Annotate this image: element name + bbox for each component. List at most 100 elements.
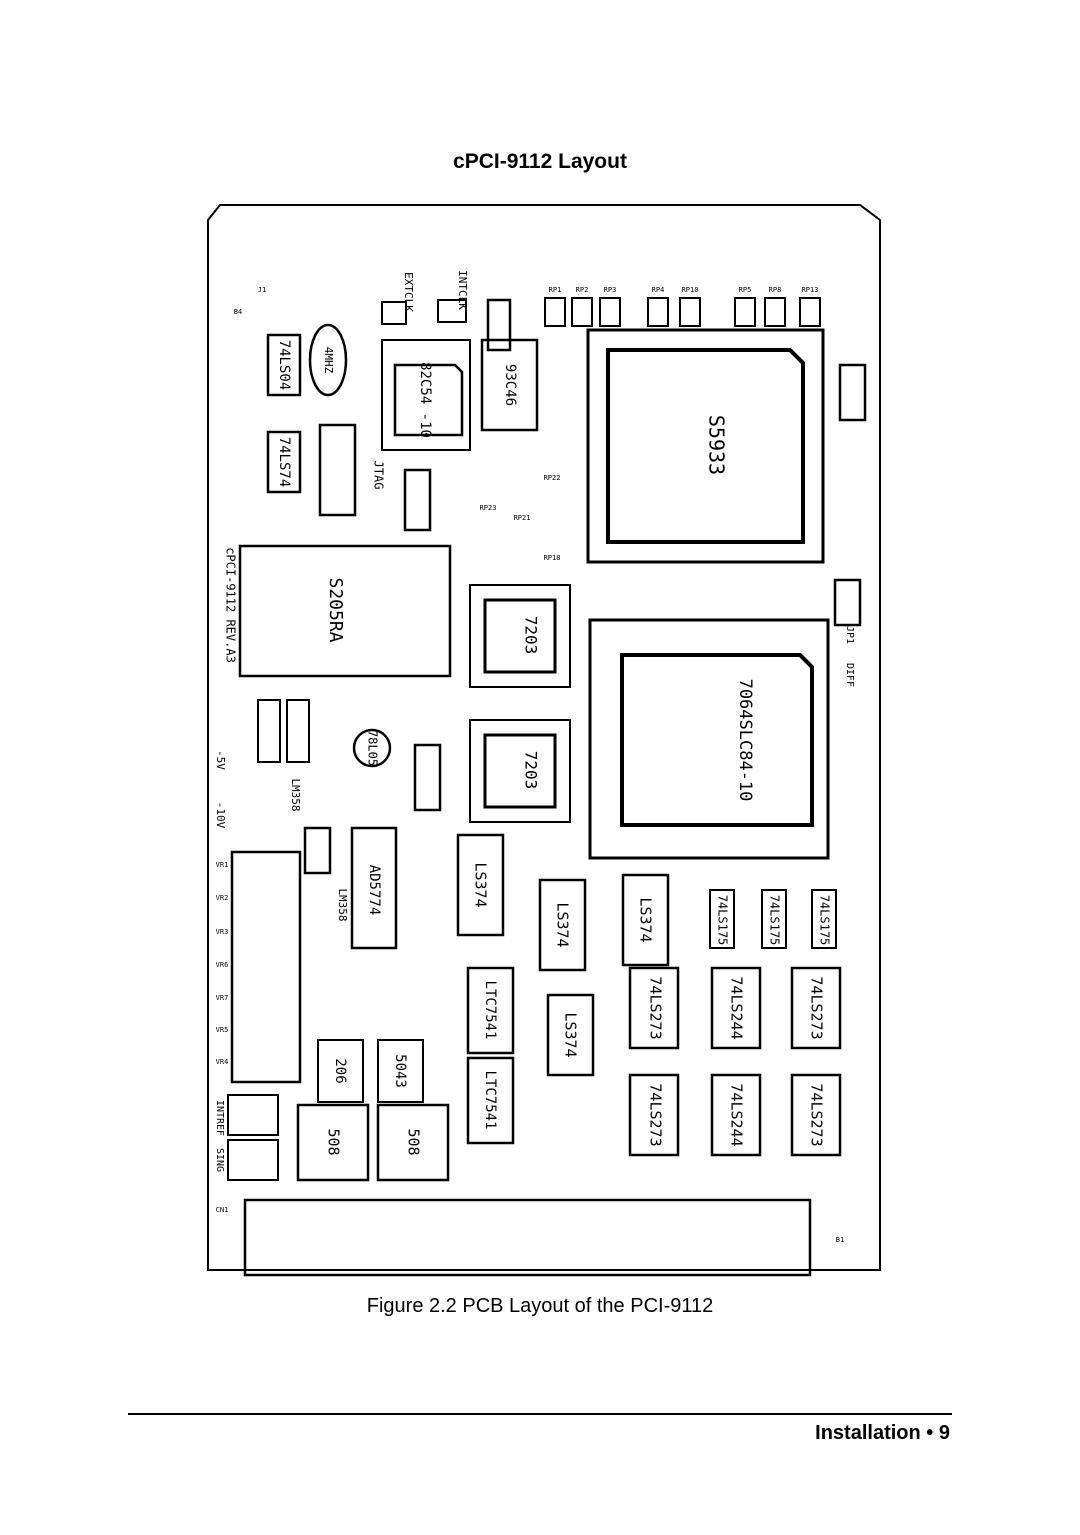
page-footer: Installation • 9 [815, 1422, 950, 1445]
chip-s5933-inner [606, 348, 805, 544]
rp1 [544, 297, 566, 327]
chip-label: LS374 [637, 897, 655, 942]
board-outline [207, 204, 881, 1271]
connector-intref [227, 1094, 279, 1136]
chip-label: LS374 [554, 902, 572, 947]
chip-7203-a [483, 598, 557, 674]
chip-ltc7541-a [466, 966, 515, 1055]
chip-s5933-outer [586, 328, 825, 564]
chip-label: 4MHZ [322, 347, 335, 374]
chip-label: 206 [332, 1058, 348, 1083]
chip-label: 74LS244 [728, 976, 746, 1039]
chip-label: 508 [405, 1128, 423, 1155]
part-designator: B1 [836, 1236, 844, 1244]
part-designator: RP22 [544, 474, 561, 482]
board-marking: DIFF [844, 663, 855, 687]
part-designator: VR5 [216, 1026, 229, 1034]
part-designator: VR6 [216, 961, 229, 969]
chip-label: JTAG [372, 461, 386, 490]
vr-stack [230, 850, 302, 1084]
jtag-header [318, 423, 357, 517]
page-number: 9 [938, 1422, 950, 1444]
part-designator: RP13 [802, 286, 819, 294]
board-marking: INTREF [214, 1100, 225, 1136]
part-designator: RP5 [739, 286, 752, 294]
chip-label: LS374 [562, 1012, 580, 1057]
cap-c75 [833, 578, 862, 627]
cap-c43 [257, 699, 281, 763]
header-intclk [437, 299, 467, 323]
chip-label: LM358 [289, 778, 302, 811]
chip-74ls74 [266, 430, 302, 494]
figure-caption: Figure 2.2 PCB Layout of the PCI-9112 [366, 1295, 714, 1317]
part-designator: B4 [234, 308, 242, 316]
chip-ls374-b [538, 878, 587, 972]
part-designator: J1 [258, 286, 266, 294]
chip-ls374-d [546, 993, 595, 1077]
chip-74ls273-b [790, 966, 842, 1050]
part-designator: RP8 [769, 286, 782, 294]
chip-label: 74LS273 [647, 1083, 665, 1146]
chip-label: 5043 [392, 1054, 408, 1088]
part-designator: RP2 [576, 286, 589, 294]
board-marking: -10V [214, 802, 227, 829]
part-designator: RP1 [549, 286, 562, 294]
chip-label: 74LS74 [276, 437, 292, 488]
chip-label: LM358 [336, 888, 349, 921]
chip-label: 7203 [522, 751, 541, 790]
board-marking: JP1 [844, 626, 855, 644]
rp13 [799, 297, 821, 327]
chip-7064-outer [588, 618, 830, 860]
part-designator: RP4 [652, 286, 665, 294]
board-marking: -5V [214, 750, 227, 770]
chip-508-b [376, 1103, 450, 1182]
chip-label: LTC7541 [482, 980, 498, 1039]
rp2 [571, 297, 593, 327]
part-designator: RP21 [514, 514, 531, 522]
chip-74ls273-d [790, 1073, 842, 1157]
chip-ad5774 [350, 826, 398, 950]
header-extclk [381, 301, 407, 325]
chip-label: 78L05 [366, 730, 380, 766]
part-designator: CN1 [216, 1206, 229, 1214]
chip-label: 74LS04 [276, 340, 292, 391]
chip-s205ra [238, 544, 452, 678]
chip-label: 82C54 -10 [417, 362, 433, 438]
rp4 [647, 297, 669, 327]
part-designator: VR4 [216, 1058, 229, 1066]
cap-c72 [303, 826, 332, 875]
chip-label: 93C46 [502, 364, 518, 406]
board-marking: cPCI-9112 REV.A3 [224, 547, 238, 663]
cap-c66 [486, 298, 512, 352]
chip-label: S205RA [325, 577, 346, 642]
part-designator: RP3 [604, 286, 617, 294]
chip-label: 74LS175 [818, 895, 832, 946]
part-designator: RP10 [682, 286, 699, 294]
chip-ltc7541-b [466, 1056, 515, 1145]
chip-74ls175-c [811, 889, 837, 949]
chip-206 [317, 1039, 364, 1103]
chip-ls374-a [456, 833, 505, 937]
chip-7203-b-frame [469, 719, 571, 823]
chip-74ls04 [266, 333, 302, 397]
chip-74ls273-c [628, 1073, 680, 1157]
chip-label: LS374 [472, 862, 490, 907]
chip-label: LTC7541 [482, 1070, 498, 1129]
chip-label: 74LS244 [728, 1083, 746, 1146]
chip-5043 [377, 1039, 424, 1103]
footer-rule [128, 1413, 952, 1415]
part-designator: VR1 [216, 861, 229, 869]
rp10 [679, 297, 701, 327]
cap-c60 [838, 363, 867, 422]
cap-c82 [403, 468, 432, 532]
cap-c44 [286, 699, 310, 763]
chip-label: 74LS175 [716, 895, 730, 946]
regulator-78l05 [352, 728, 392, 768]
footer-separator: • [926, 1422, 934, 1444]
chip-74ls244-b [710, 1073, 762, 1157]
chip-74ls244-a [710, 966, 762, 1050]
chip-label: 74LS273 [808, 1083, 826, 1146]
rp8 [764, 297, 786, 327]
